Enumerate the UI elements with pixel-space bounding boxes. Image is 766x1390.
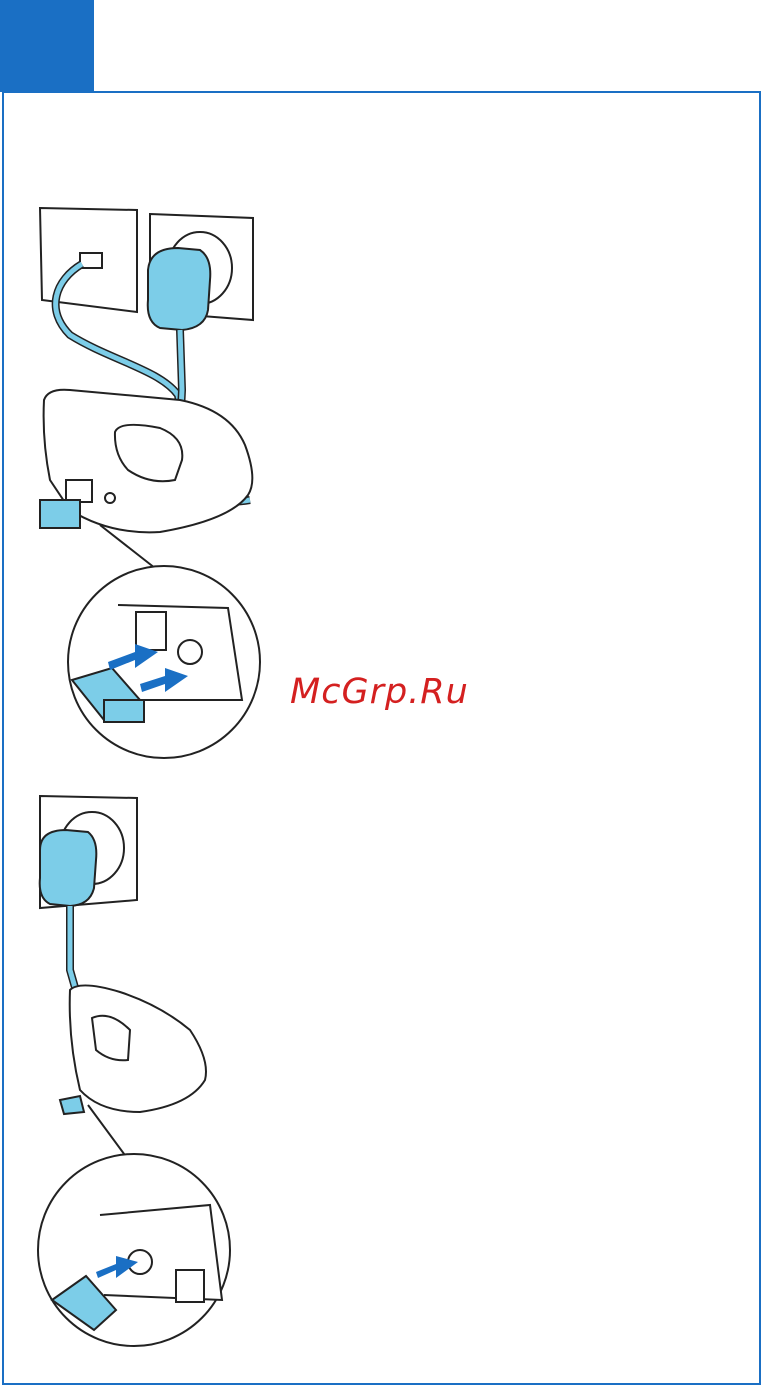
watermark: McGrp.Ru [290,672,469,712]
zoom-inset-icon [38,1105,230,1346]
charger-connection [38,796,230,1346]
base-station-icon [40,390,252,533]
base-station-connection [40,208,260,758]
zoom-inset-icon [68,525,260,758]
charger-icon [60,985,206,1114]
